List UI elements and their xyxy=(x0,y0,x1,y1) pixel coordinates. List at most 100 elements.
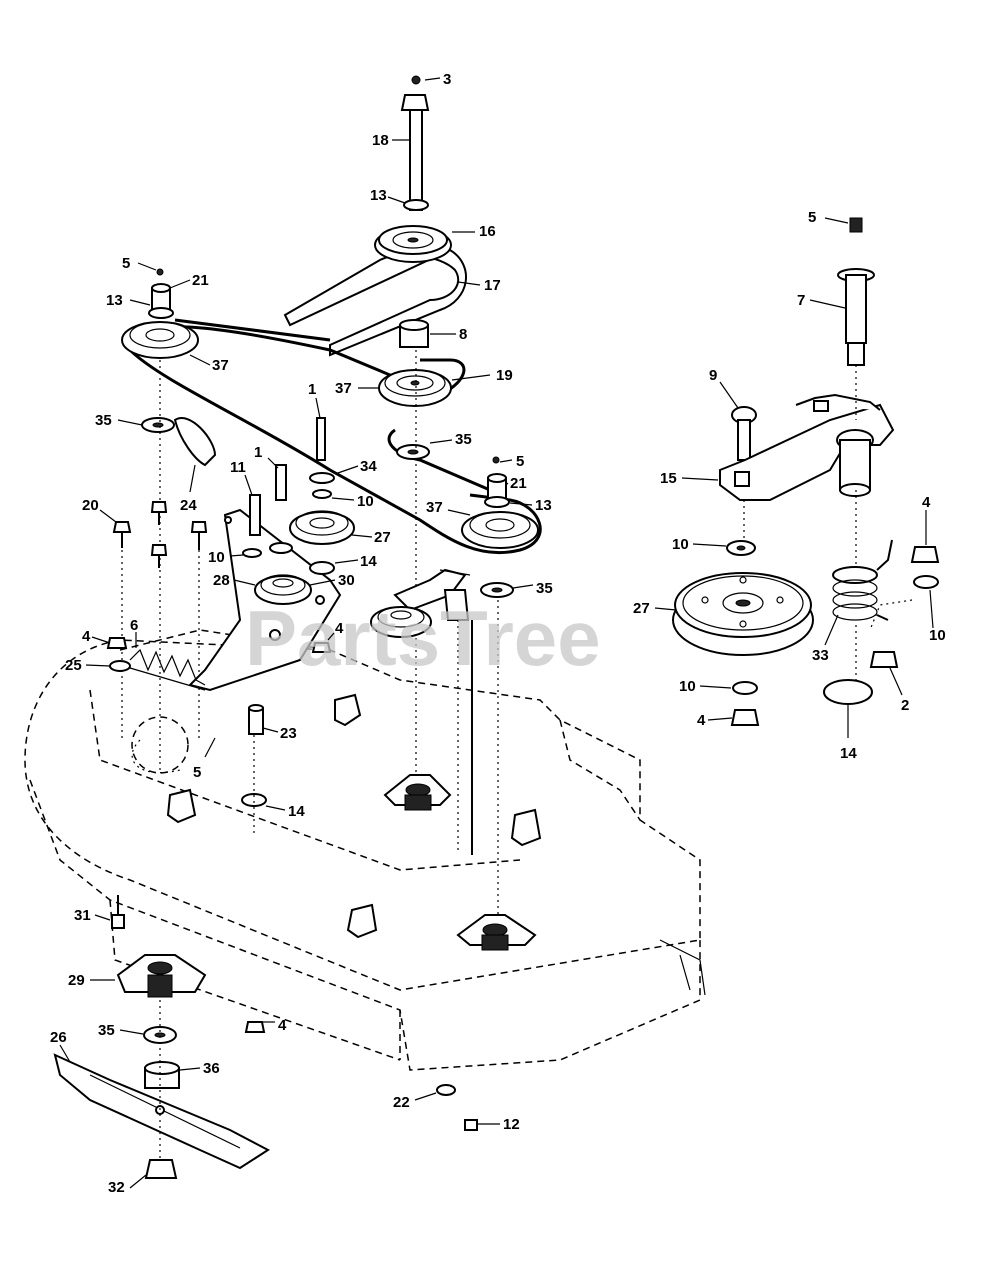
callout-29: 29 xyxy=(68,972,85,989)
watermark-text: PartsTree xyxy=(245,594,601,682)
spacer-36 xyxy=(144,1061,180,1089)
detail-bolt-7 xyxy=(837,217,875,366)
callout-28: 28 xyxy=(213,572,230,589)
callout-3-top: 3 xyxy=(443,71,451,88)
callout-14-b: 14 xyxy=(288,803,305,820)
callout-13-left: 13 xyxy=(106,292,123,309)
washer-35-mid xyxy=(396,444,430,460)
callout-22: 22 xyxy=(393,1094,410,1111)
callout-14-detail: 14 xyxy=(840,745,857,762)
spindle-bolt-18 xyxy=(400,75,430,211)
blade-26 xyxy=(53,1053,270,1170)
callout-15: 15 xyxy=(660,470,677,487)
callout-5-mid: 5 xyxy=(516,453,524,470)
callout-16: 16 xyxy=(479,223,496,240)
spindle-housing-right xyxy=(456,914,537,951)
nut-4-b-and-washer-25 xyxy=(106,637,131,672)
detail-nut-2 xyxy=(869,651,899,668)
callout-27-detail: 27 xyxy=(633,600,650,617)
callout-21-mid: 21 xyxy=(510,475,527,492)
detail-pin-9 xyxy=(731,406,757,461)
callout-10-detail-b: 10 xyxy=(929,627,946,644)
callout-2: 2 xyxy=(901,697,909,714)
pulley-37-right xyxy=(461,511,539,549)
callout-35-low: 35 xyxy=(98,1022,115,1039)
callout-34: 34 xyxy=(360,458,377,475)
callout-33: 33 xyxy=(812,647,829,664)
detail-nut-4-a xyxy=(910,546,940,563)
callout-19: 19 xyxy=(496,367,513,384)
pulley-16 xyxy=(374,225,452,263)
callout-10-detail-a: 10 xyxy=(672,536,689,553)
callout-labels: 3 18 13 16 17 8 19 37 5 21 13 37 35 24 1… xyxy=(50,71,946,1196)
callout-26: 26 xyxy=(50,1029,67,1046)
mower-deck-housing xyxy=(24,629,706,1071)
spacer-23 xyxy=(248,704,264,735)
pulley-28 xyxy=(254,574,312,605)
callout-35-right: 35 xyxy=(536,580,553,597)
detail-washer-14 xyxy=(823,679,873,705)
washer-35-right xyxy=(480,582,514,598)
callout-18: 18 xyxy=(372,132,389,149)
callout-1-a: 1 xyxy=(308,381,316,398)
tensioner-arm-assembly xyxy=(370,568,473,855)
callout-13-top: 13 xyxy=(370,187,387,204)
callout-4-a: 4 xyxy=(335,620,344,637)
idler-arm-24 xyxy=(173,417,217,467)
callout-4-detail-b: 4 xyxy=(697,712,706,729)
nut-4-c xyxy=(244,1021,266,1033)
washer-35-left xyxy=(141,417,175,433)
bolt-31 xyxy=(111,895,125,929)
callout-10-b: 10 xyxy=(208,549,225,566)
callout-17: 17 xyxy=(484,277,501,294)
bolts-left-group xyxy=(112,501,208,740)
pulley-37-left xyxy=(121,321,199,359)
right-spindle-hardware xyxy=(484,456,510,508)
callout-9: 9 xyxy=(709,367,717,384)
deck-bracket-clips xyxy=(166,693,542,939)
callout-5-left: 5 xyxy=(122,255,130,272)
belt-17 xyxy=(283,248,467,357)
washer-13-top xyxy=(403,199,429,211)
callout-27-a: 27 xyxy=(374,529,391,546)
washer-22 xyxy=(436,1084,456,1096)
detail-pulley-27 xyxy=(672,572,814,656)
detail-nut-4-b xyxy=(730,709,760,726)
callout-8: 8 xyxy=(459,326,467,343)
callout-23: 23 xyxy=(280,725,297,742)
callout-37-left: 37 xyxy=(212,357,229,374)
callout-12: 12 xyxy=(503,1116,520,1133)
nut-4-a xyxy=(311,642,332,653)
callout-5-detail: 5 xyxy=(808,209,816,226)
bolt-12 xyxy=(464,1119,478,1131)
callout-35-mid: 35 xyxy=(455,431,472,448)
pulley-27-a xyxy=(289,510,355,545)
callout-20: 20 xyxy=(82,497,99,514)
spindle-housing-center xyxy=(383,774,452,811)
callout-7: 7 xyxy=(797,292,805,309)
detail-washer-10-a xyxy=(726,540,756,556)
callout-37-mid: 37 xyxy=(335,380,352,397)
callout-4-detail-a: 4 xyxy=(922,494,931,511)
spring-6 xyxy=(129,648,206,691)
nut-32 xyxy=(144,1159,178,1179)
callout-25: 25 xyxy=(65,657,82,674)
callout-21-left: 21 xyxy=(192,272,209,289)
washer-14-b xyxy=(241,735,267,835)
callout-37-right: 37 xyxy=(426,499,443,516)
hardware-1-11-10 xyxy=(242,417,335,558)
callout-35-left: 35 xyxy=(95,412,112,429)
callout-24: 24 xyxy=(180,497,197,514)
washer-35-low xyxy=(143,1026,177,1044)
detail-washer-10-b xyxy=(732,681,758,695)
spacer-8 xyxy=(399,319,429,348)
callout-31: 31 xyxy=(74,907,91,924)
callout-14-a: 14 xyxy=(360,553,377,570)
callout-10-detail-c: 10 xyxy=(679,678,696,695)
detail-washer-10-c xyxy=(869,575,939,631)
left-spindle-hardware xyxy=(148,268,174,319)
callout-1-b: 1 xyxy=(254,444,262,461)
spindle-housing-29 xyxy=(116,954,207,998)
